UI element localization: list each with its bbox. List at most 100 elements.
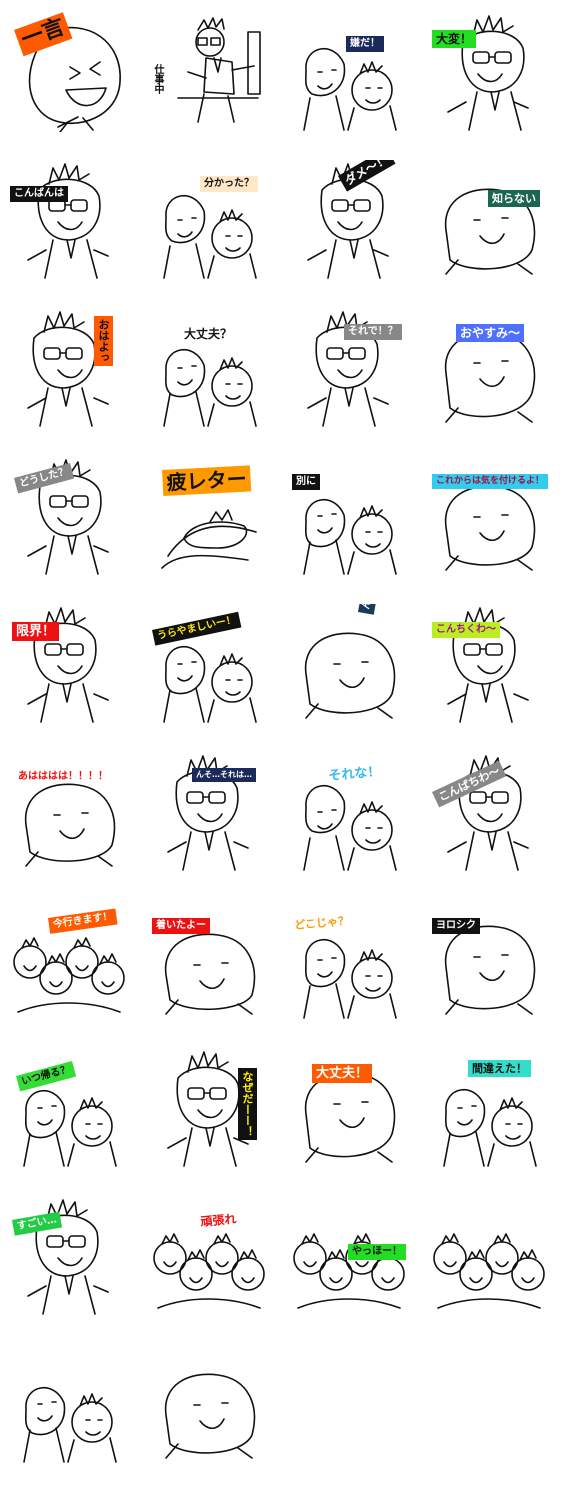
- sticker-taihen[interactable]: 大変！: [428, 12, 548, 132]
- crowd-mouth: [49, 981, 63, 988]
- arms: [447, 841, 529, 853]
- spiky-hair: [463, 607, 505, 629]
- sticker-ohayo[interactable]: おはよっ: [8, 308, 128, 428]
- spiky-hair: [79, 1097, 103, 1111]
- sticker-sorena[interactable]: それな！: [288, 752, 408, 872]
- sticker-shiranai[interactable]: 知らない: [428, 160, 548, 280]
- glasses-lens: [463, 643, 481, 656]
- sticker-ichigen[interactable]: 一言: [8, 12, 128, 132]
- sticker-drawing: [161, 509, 257, 569]
- right-character-head: [351, 809, 393, 851]
- sticker-machigaeta[interactable]: 間違えた！: [428, 1048, 548, 1168]
- sticker-oyasumi[interactable]: おやすみ〜: [428, 308, 548, 428]
- mouth: [337, 369, 363, 379]
- sticker-genkai[interactable]: 限界！: [8, 604, 128, 724]
- sticker-urayamashii[interactable]: うらやましいー！: [148, 604, 268, 724]
- suit-and-tie: [42, 1275, 96, 1315]
- sticker-blank2[interactable]: [148, 1344, 268, 1464]
- sticker-yoroshiku[interactable]: ヨロシク: [428, 900, 548, 1020]
- sticker-caption: こんばんは: [10, 186, 68, 202]
- sticker-daijobu[interactable]: 大丈夫！: [288, 1048, 408, 1168]
- arms: [27, 545, 109, 557]
- sticker-drawing: [27, 1199, 109, 1315]
- glasses-lens: [71, 495, 89, 508]
- sticker-caption: 疲レター: [162, 465, 252, 496]
- sticker-crowdred[interactable]: [428, 1196, 548, 1316]
- sticker-itsukaeru[interactable]: いつ帰る？: [8, 1048, 128, 1168]
- eyes: [37, 1401, 103, 1421]
- bodies: [443, 1131, 537, 1167]
- sticker-drawing: [164, 933, 256, 1015]
- sticker-daijobu_q[interactable]: 大丈夫？: [148, 308, 268, 428]
- spiky-hair: [46, 1199, 88, 1221]
- sticker-nne[interactable]: んえ！！？: [288, 604, 408, 724]
- crowd-hair: [187, 1249, 205, 1261]
- sticker-caption: 間違えた！: [468, 1060, 531, 1077]
- glasses-lens: [65, 347, 83, 360]
- sticker-blank1[interactable]: [8, 1344, 128, 1464]
- sticker-drawing: [444, 485, 536, 571]
- right-character-head: [211, 217, 253, 259]
- crowd-mouth: [241, 1277, 255, 1284]
- sticker-betsuni[interactable]: 別に: [288, 456, 408, 576]
- sticker-imaikimasu[interactable]: 今行きます！: [8, 900, 128, 1020]
- sticker-tsuitayo[interactable]: 着いたよー: [148, 900, 268, 1020]
- sticker-iyada[interactable]: 嫌だ！: [288, 12, 408, 132]
- sticker-drawing: [23, 1386, 117, 1463]
- sticker-caption: それで！？: [344, 324, 402, 340]
- suit-and-tie: [44, 239, 98, 279]
- eyes: [333, 1101, 369, 1105]
- sticker-konbanwa[interactable]: こんばんは: [8, 160, 128, 280]
- sticker-caption: ヨロシク: [432, 918, 480, 934]
- sticker-caption: 大丈夫？: [184, 327, 233, 341]
- sticker-korekara[interactable]: これからは気を付けるよ！: [428, 456, 548, 576]
- sticker-doushita[interactable]: どうした？: [8, 456, 128, 576]
- sticker-drawing: [303, 784, 397, 871]
- right-character-head: [211, 661, 253, 703]
- mouths: [457, 1119, 521, 1140]
- ground-line: [167, 525, 257, 557]
- sticker-nnsore[interactable]: んそ…それは…: [148, 752, 268, 872]
- sticker-yahoo[interactable]: やっほー！: [288, 1196, 408, 1316]
- crowd-mouth: [355, 1261, 369, 1268]
- sticker-drawing: [447, 607, 529, 723]
- arms: [447, 693, 529, 705]
- sticker-drawing: [24, 783, 116, 867]
- spiky-hair: [197, 17, 225, 31]
- blob-body: [164, 933, 256, 1010]
- sticker-drawing: [153, 1233, 265, 1309]
- sticker-shigotochu[interactable]: 仕事中: [148, 12, 268, 132]
- left-character-head: [164, 645, 206, 695]
- sticker-caption: んそ…それは…: [192, 768, 256, 782]
- sticker-caption: おはよっ: [94, 316, 113, 366]
- spiky-hair: [187, 1051, 229, 1073]
- sticker-tsukareta[interactable]: 疲レター: [148, 456, 268, 576]
- sticker-dokoja[interactable]: どこじゃ？: [288, 900, 408, 1020]
- mouth: [337, 221, 363, 231]
- sticker-drawing: [167, 1051, 249, 1167]
- sticker-caption: こんちくわ〜: [432, 622, 500, 638]
- glasses-lens: [70, 199, 88, 212]
- eyes: [473, 217, 509, 221]
- sticker-naze[interactable]: なぜだーー！: [148, 1048, 268, 1168]
- blob-body: [304, 1072, 396, 1158]
- crowd-hair: [213, 1233, 231, 1245]
- crowd-mouth: [101, 981, 115, 988]
- sticker-sugoi[interactable]: すごい…: [8, 1196, 128, 1316]
- sticker-sorede[interactable]: それで！？: [288, 308, 408, 428]
- sticker-dame[interactable]: ダメ〜！: [288, 160, 408, 280]
- sticker-konchikuwa[interactable]: こんちくわ〜: [428, 604, 548, 724]
- sticker-ganbare[interactable]: 頑張れ: [148, 1196, 268, 1316]
- sticker-drawing: [177, 17, 261, 123]
- sticker-wakatta[interactable]: 分かった？: [148, 160, 268, 280]
- mouth: [57, 221, 83, 231]
- sticker-drawing: [13, 937, 125, 1013]
- head: [461, 30, 525, 93]
- crowd-mouth: [381, 1277, 395, 1284]
- left-character-head: [164, 348, 206, 398]
- eyes: [457, 1105, 523, 1125]
- suit-and-tie: [39, 387, 93, 427]
- crowd-hair: [161, 1233, 179, 1245]
- sticker-ahaha[interactable]: あはははは！！！！: [8, 752, 128, 872]
- sticker-konbachiwa[interactable]: こんばちわ〜: [428, 752, 548, 872]
